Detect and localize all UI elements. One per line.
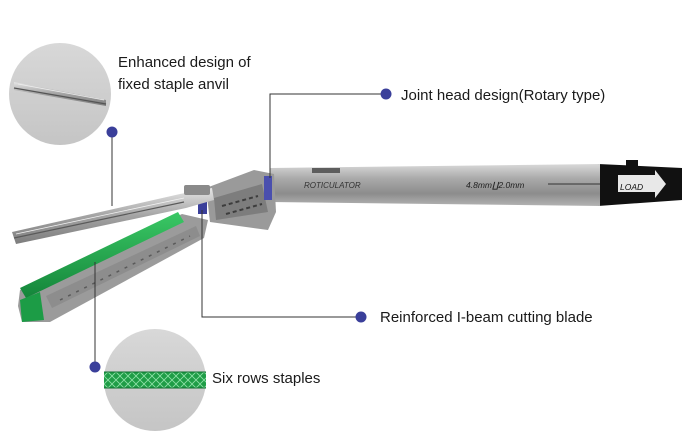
callout-dot-anvil xyxy=(106,126,118,138)
callout-dot-joint xyxy=(380,88,392,100)
callout-anvil-line2: fixed staple anvil xyxy=(118,76,229,93)
zoom-circle-staples xyxy=(104,329,206,431)
callout-dot-staples xyxy=(89,361,101,373)
callout-dot-blade xyxy=(355,311,367,323)
arrow-right-icon xyxy=(618,170,666,198)
leader-lines xyxy=(94,93,385,367)
staple-cartridge xyxy=(18,212,208,322)
callout-staples-label: Six rows staples xyxy=(212,370,321,387)
spec-label: 4.8mm∐2.0mm xyxy=(466,180,524,190)
shaft-label: ROTICULATOR xyxy=(304,181,361,190)
shaft: ROTICULATOR 4.8mm∐2.0mm xyxy=(270,164,600,206)
zoom-circle-anvil xyxy=(9,43,111,145)
callout-anvil-line1: Enhanced design of xyxy=(118,54,251,71)
joint-head xyxy=(198,170,276,230)
callout-anvil-label: Enhanced design of fixed staple anvil xyxy=(118,52,251,96)
anvil-jaw xyxy=(12,185,214,244)
callout-dots xyxy=(89,88,392,373)
callout-joint-label: Joint head design(Rotary type) xyxy=(401,87,606,104)
load-label: LOAD xyxy=(620,182,643,192)
callout-blade-label: Reinforced I-beam cutting blade xyxy=(380,309,593,326)
handle-end: LOAD xyxy=(598,160,682,206)
